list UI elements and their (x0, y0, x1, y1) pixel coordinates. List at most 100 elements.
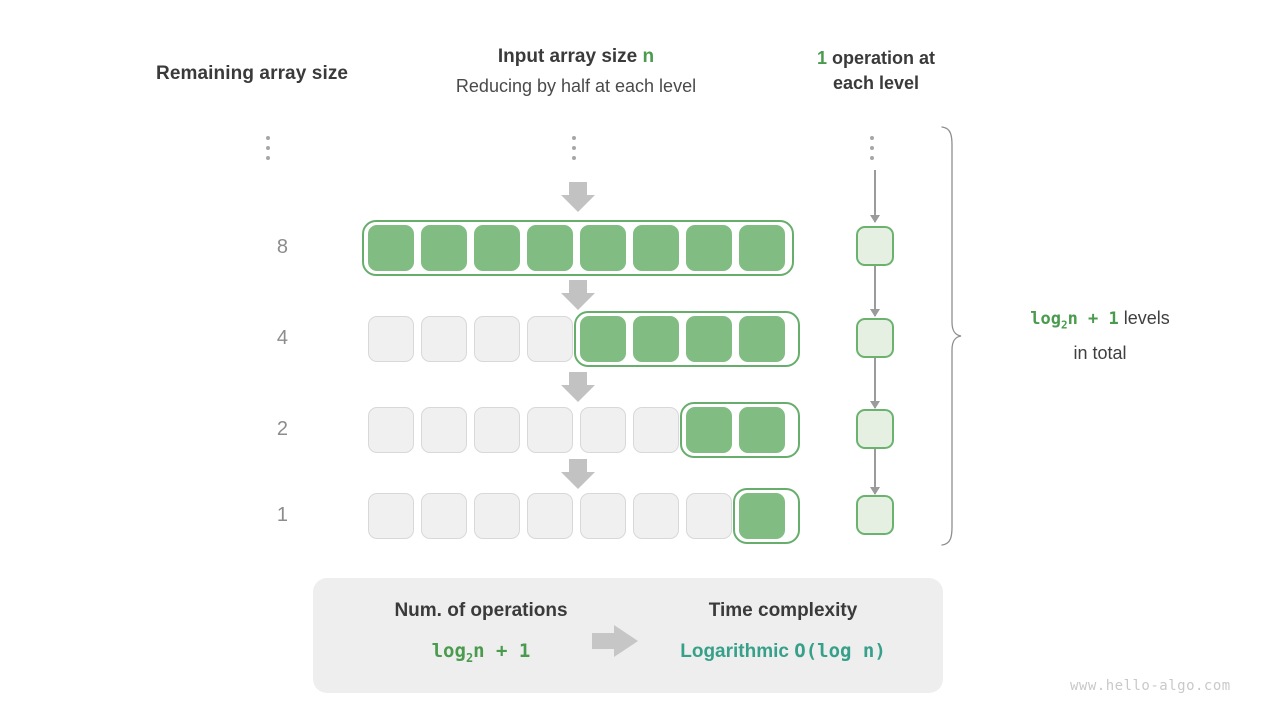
op-connector-2 (870, 358, 880, 409)
array-cell (527, 316, 573, 362)
summary-operations-log: log (431, 640, 466, 662)
arrow-shaft (569, 280, 587, 294)
header-operations-rest: operation at (827, 48, 936, 68)
watermark: www.hello-algo.com (1070, 678, 1231, 694)
summary-operations-formula: log2n + 1 (431, 640, 531, 665)
op-connector-0 (870, 170, 880, 223)
arrow-shaft (569, 372, 587, 386)
ellipsis-operation-column (870, 136, 880, 166)
array-cell (633, 316, 679, 362)
row-label-2: 2 (276, 418, 288, 440)
array-cell (739, 493, 785, 539)
summary-operations-base: 2 (465, 650, 474, 665)
summary-complexity-value: Logarithmic O(log n) (643, 640, 923, 663)
levels-brace (938, 126, 964, 546)
header-input-array-size-var: n (642, 46, 655, 67)
array-cell (368, 225, 414, 271)
array-cell (527, 407, 573, 453)
array-cell (633, 407, 679, 453)
header-input-array-size: Input array size n (368, 46, 784, 68)
array-cell (368, 316, 414, 362)
header-input-array-size-text: Input array size (497, 46, 643, 67)
row-label-0: 8 (276, 236, 288, 258)
split-arrow-3 (561, 459, 595, 489)
array-cell (474, 225, 520, 271)
split-arrow-0 (561, 182, 595, 212)
array-row-1 (368, 311, 800, 370)
array-cell (580, 407, 626, 453)
array-cell (421, 225, 467, 271)
summary-operations-rest: n + 1 (473, 640, 531, 662)
summary-panel: Num. of operations log2n + 1 Time comple… (313, 578, 943, 693)
dot (870, 136, 874, 140)
array-cell (527, 493, 573, 539)
header-operations-count: 1 (816, 48, 827, 68)
array-cell (633, 225, 679, 271)
summary-operations-value: log2n + 1 (341, 640, 621, 665)
dot (266, 146, 270, 150)
arrow-head (561, 472, 595, 489)
dot (572, 156, 576, 160)
array-cell (686, 225, 732, 271)
summary-complexity-word: Logarithmic (680, 641, 789, 662)
row-highlight-0 (362, 220, 794, 276)
arrow-head (870, 215, 880, 223)
arrow-head (561, 293, 595, 310)
array-cell (421, 493, 467, 539)
row-label-3: 1 (276, 504, 288, 526)
arrow-head (561, 385, 595, 402)
row-highlight-2 (680, 402, 800, 458)
arrow-shaft (569, 459, 587, 473)
dot (870, 146, 874, 150)
levels-note: log2n + 1 levels in total (975, 304, 1225, 367)
split-arrow-1 (561, 280, 595, 310)
op-connector-1 (870, 266, 880, 317)
array-cell (739, 225, 785, 271)
ellipsis-left-column (266, 136, 276, 166)
levels-formula: log2n + 1 (1030, 309, 1119, 332)
operation-box-1 (856, 318, 894, 358)
arrow-head (870, 487, 880, 495)
levels-formula-rest: n + 1 (1067, 309, 1119, 329)
array-cell (739, 316, 785, 362)
dot (266, 136, 270, 140)
array-cell (368, 493, 414, 539)
levels-note-line2: in total (1073, 343, 1127, 364)
row-highlight-1 (574, 311, 800, 367)
summary-implies-arrow (592, 625, 638, 657)
arrow-shaft (592, 633, 616, 649)
ellipsis-array-column (572, 136, 582, 166)
array-row-3 (368, 488, 800, 547)
op-connector-3 (870, 449, 880, 495)
summary-right-column: Time complexity Logarithmic O(log n) (643, 600, 923, 663)
array-cell (474, 407, 520, 453)
arrow-head (870, 401, 880, 409)
arrow-shaft (569, 182, 587, 196)
summary-complexity-notation: O(log n) (794, 640, 886, 662)
dot (266, 156, 270, 160)
row-highlight-3 (733, 488, 800, 544)
array-cell (580, 493, 626, 539)
array-cell (739, 407, 785, 453)
array-cell (686, 316, 732, 362)
array-cell (368, 407, 414, 453)
header-remaining-array-size: Remaining array size (156, 63, 349, 84)
array-cell (421, 316, 467, 362)
operation-box-3 (856, 495, 894, 535)
brace-icon (941, 126, 962, 546)
array-cell (686, 407, 732, 453)
dot (870, 156, 874, 160)
array-cell (580, 225, 626, 271)
array-cell (686, 493, 732, 539)
operation-box-2 (856, 409, 894, 449)
arrow-head (561, 195, 595, 212)
header-operations-per-level: 1 operation at each level (786, 46, 966, 96)
levels-formula-base: 2 (1060, 318, 1068, 332)
header-input-array-size-subtitle: Reducing by half at each level (455, 76, 697, 96)
row-label-1: 4 (276, 327, 288, 349)
array-cell (421, 407, 467, 453)
array-row-0 (362, 220, 794, 279)
summary-operations-title: Num. of operations (394, 600, 568, 621)
array-cell (633, 493, 679, 539)
